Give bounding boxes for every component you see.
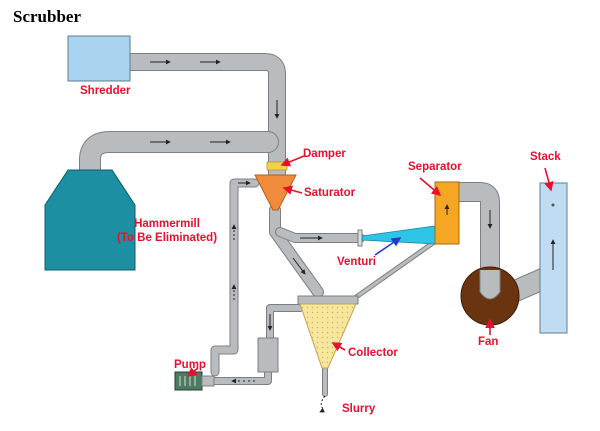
label-saturator: Saturator xyxy=(304,187,356,199)
label-hammermill-line2: (To Be Eliminated) xyxy=(116,232,218,244)
label-venturi: Venturi xyxy=(337,256,376,268)
damper-unit xyxy=(266,161,288,171)
label-collector: Collector xyxy=(348,347,398,359)
shredder-unit xyxy=(67,35,131,82)
label-damper: Damper xyxy=(303,148,346,160)
label-hammermill: Hammermill (To Be Eliminated) xyxy=(112,217,222,245)
diagram-title: Scrubber xyxy=(13,7,81,26)
label-slurry: Slurry xyxy=(342,403,376,415)
label-pump: Pump xyxy=(174,359,206,371)
saturator-unit xyxy=(254,174,297,211)
pump-unit xyxy=(174,371,215,391)
flow-arrows xyxy=(150,59,493,413)
recycle-tank xyxy=(257,337,279,373)
hammermill-unit xyxy=(44,169,136,271)
callout-arrows xyxy=(186,155,554,377)
label-hammermill-line1: Hammermill xyxy=(134,218,200,230)
label-stack: Stack xyxy=(530,151,561,163)
label-fan: Fan xyxy=(478,336,499,348)
venturi-unit xyxy=(357,225,436,247)
label-shredder: Shredder xyxy=(80,85,131,97)
collector-unit xyxy=(297,295,359,369)
label-separator: Separator xyxy=(408,161,462,173)
